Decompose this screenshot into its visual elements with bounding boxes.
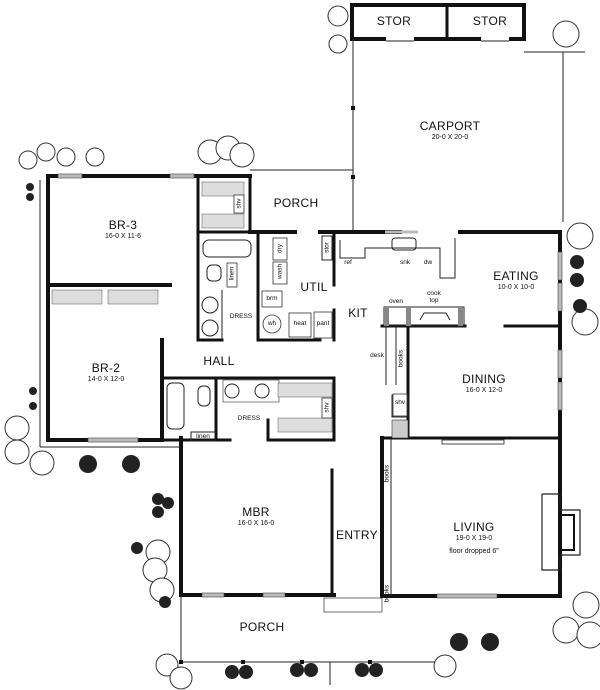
fixture-label-washer: wash xyxy=(276,263,284,280)
fixture-label-cooktop: cook top xyxy=(427,290,441,304)
shower-boxes xyxy=(233,194,408,419)
room-eating: EATING 10-0 X 10-0 xyxy=(493,269,539,291)
carport-outline xyxy=(250,39,585,232)
fixture-label-desk: desk xyxy=(370,352,384,359)
room-label-front-porch: PORCH xyxy=(239,620,285,634)
room-living: LIVING 19-0 X 19-0 floor dropped 6" xyxy=(449,520,499,555)
room-label-util: UTIL xyxy=(300,280,328,294)
fixture-label-books-1: books xyxy=(397,349,405,368)
fixture-label-heat: heat xyxy=(293,320,307,327)
closets xyxy=(51,181,333,433)
room-dining: DINING 16-0 X 12-0 xyxy=(462,372,506,394)
fixture-label-refrigerator: ref xyxy=(344,259,352,266)
room-label-stor-1: STOR xyxy=(376,14,412,28)
fixture-label-linen-1: linen xyxy=(228,266,236,281)
fixture-label-dryer: dry xyxy=(276,243,284,254)
fixture-label-books-2: books xyxy=(383,464,391,483)
fireplace xyxy=(541,493,581,571)
fixture-label-water-heater: wh xyxy=(267,320,277,327)
fixture-label-linen-2: linen xyxy=(196,433,210,440)
interior-walls xyxy=(46,174,562,598)
room-br2: BR-2 14-0 X 12-0 xyxy=(88,361,125,383)
room-label-br2: BR-2 xyxy=(91,361,121,375)
room-dims-br2: 14-0 X 12-0 xyxy=(87,376,125,383)
room-dims-mbr: 16-0 X 16-0 xyxy=(237,520,275,527)
fixture-label-dishwasher: dw xyxy=(423,259,433,266)
fixture-label-cooktop-line2: top xyxy=(429,297,439,304)
room-label-rear-porch: PORCH xyxy=(273,196,319,210)
bath-fixtures xyxy=(166,239,280,442)
room-label-stor-2: STOR xyxy=(472,14,508,28)
fixture-label-storage: stor xyxy=(323,242,331,253)
fixture-label-cooktop-line1: cook xyxy=(427,290,441,297)
room-label-hall: HALL xyxy=(203,354,235,368)
room-label-dining: DINING xyxy=(462,372,506,386)
fixture-label-shower-1: shv xyxy=(235,198,243,209)
front-porch-outline xyxy=(179,595,436,685)
room-label-br3: BR-3 xyxy=(108,218,138,232)
room-mbr: MBR 16-0 X 16-0 xyxy=(238,505,275,527)
fixture-label-pantry: pant xyxy=(316,320,330,327)
room-br3: BR-3 16-0 X 11-6 xyxy=(105,218,141,240)
oven-cooktop xyxy=(383,306,465,439)
room-label-dress-2: DRESS xyxy=(237,415,261,422)
utility-fixtures xyxy=(226,237,333,339)
room-dims-eating: 10-0 X 10-0 xyxy=(497,284,535,291)
fixture-label-shower-3: shv xyxy=(394,399,406,406)
windows xyxy=(57,173,563,599)
room-label-carport: CARPORT xyxy=(419,119,481,133)
room-label-dress-1: DRESS xyxy=(229,313,253,320)
kitchen-counter xyxy=(321,230,456,279)
room-carport: CARPORT 20-0 X 20-0 xyxy=(420,119,481,141)
room-dims-carport: 20-0 X 20-0 xyxy=(431,134,469,141)
room-label-living: LIVING xyxy=(453,520,495,534)
room-label-eating: EATING xyxy=(493,269,539,283)
fixture-label-oven: oven xyxy=(388,298,404,305)
room-dims-br3: 16-0 X 11-6 xyxy=(104,233,142,240)
storage-block xyxy=(350,3,526,42)
room-label-kit: KIT xyxy=(348,306,368,320)
fixture-label-broom: brm xyxy=(266,295,278,302)
room-dims-dining: 16-0 X 12-0 xyxy=(465,387,503,394)
room-label-mbr: MBR xyxy=(242,505,270,519)
room-dims-living: 19-0 X 19-0 xyxy=(455,535,493,542)
fixture-label-books-3: books xyxy=(383,584,391,603)
room-note-living: floor dropped 6" xyxy=(449,548,499,555)
trees-landscaping xyxy=(4,5,600,690)
room-label-entry: ENTRY xyxy=(336,528,378,542)
fixture-label-shower-2: shv xyxy=(323,402,331,413)
fixture-label-sink: snk xyxy=(399,259,411,266)
